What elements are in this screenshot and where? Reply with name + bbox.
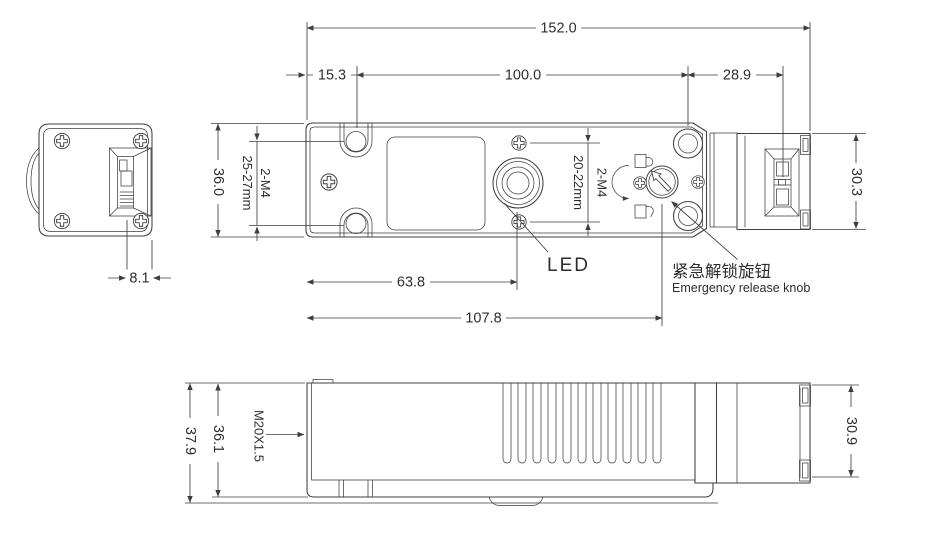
cable-gland-ribs <box>502 383 662 464</box>
side-view: 8.1 <box>26 123 171 287</box>
rotate-arrow-icon <box>611 165 629 201</box>
svg-text:25-27mm: 25-27mm <box>240 156 255 211</box>
knob-arrow-icon <box>650 170 672 192</box>
svg-text:36.1: 36.1 <box>210 425 226 453</box>
svg-text:2-M4: 2-M4 <box>595 168 610 198</box>
screw-icon <box>511 214 527 230</box>
svg-text:37.9: 37.9 <box>182 427 198 455</box>
top-view-dimensions: 152.0 15.3 100.0 28.9 36.0 <box>210 20 866 327</box>
dim-led-offset: 63.8 <box>306 212 518 291</box>
svg-text:107.8: 107.8 <box>465 311 501 327</box>
padlock-closed-icon <box>634 154 654 168</box>
screw-icon <box>53 132 71 150</box>
bottom-view-head <box>715 382 811 484</box>
mounting-hole <box>345 131 367 152</box>
dim-body-width: 36.0 <box>210 123 304 238</box>
dim-left-edge-to-hole: 15.3 <box>286 67 357 84</box>
actuator-holes <box>672 128 704 232</box>
screw-icon <box>320 173 338 191</box>
top-view: LED 紧急解锁旋钮 Emergency release knob <box>305 122 811 295</box>
dim-mount-screws: 2-M4 25-27mm <box>240 126 344 241</box>
led-leader <box>503 202 549 253</box>
screw-icon <box>132 132 150 150</box>
bottom-view-body <box>306 379 718 506</box>
dim-hole-spacing: 100.0 <box>356 67 689 84</box>
svg-text:36.0: 36.0 <box>210 168 226 196</box>
knob-leader <box>671 201 738 260</box>
svg-text:30.3: 30.3 <box>848 168 864 196</box>
screw-icon <box>633 176 647 190</box>
dim-slot-offset: 8.1 <box>108 220 171 287</box>
screw-icon <box>132 212 150 230</box>
bottom-view: 37.9 36.1 M20X1.5 30.9 <box>182 379 859 506</box>
top-view-head <box>709 132 811 231</box>
knob-label-en: Emergency release knob <box>672 281 810 295</box>
led-indicator <box>492 157 544 209</box>
dim-slot-offset-text: 8.1 <box>129 271 149 287</box>
svg-text:30.9: 30.9 <box>843 417 859 445</box>
led-label: LED <box>547 255 590 276</box>
dim-bottom-head-height: 30.9 <box>812 384 859 478</box>
head-key-slot <box>764 148 800 217</box>
svg-text:20-22mm: 20-22mm <box>571 155 586 210</box>
svg-text:152.0: 152.0 <box>540 21 576 37</box>
svg-text:63.8: 63.8 <box>397 275 425 291</box>
padlock-open-icon <box>634 204 654 219</box>
dim-actuator-screws: 2-M4 20-22mm <box>530 128 610 236</box>
screw-icon <box>53 212 71 230</box>
svg-text:100.0: 100.0 <box>505 68 541 84</box>
cable-gland-bump <box>26 147 40 215</box>
svg-text:15.3: 15.3 <box>318 68 346 84</box>
screw-icon <box>691 175 705 189</box>
side-view-body <box>26 123 153 237</box>
knob-label-zh: 紧急解锁旋钮 <box>672 262 771 281</box>
dim-bottom-body-height: 36.1 <box>210 383 308 498</box>
bottom-bump <box>488 496 544 506</box>
gland-callout: M20X1.5 <box>252 410 305 462</box>
dim-head-width: 30.3 <box>812 133 866 230</box>
label-panel <box>386 136 486 231</box>
dim-hole-to-head: 28.9 <box>687 67 784 84</box>
dim-total-length: 152.0 <box>306 20 811 37</box>
emergency-release-knob <box>611 154 679 219</box>
mounting-hole <box>345 213 367 234</box>
dim-total-height: 37.9 <box>182 382 718 504</box>
gland-label: M20X1.5 <box>252 410 267 462</box>
svg-text:2-M4: 2-M4 <box>258 168 273 198</box>
mounting-tab <box>339 123 373 158</box>
screw-icon <box>511 135 527 151</box>
mounting-tab <box>339 207 373 237</box>
side-view-actuator-slot <box>109 147 152 217</box>
svg-text:28.9: 28.9 <box>723 68 751 84</box>
dim-knob-offset: 107.8 <box>306 204 663 327</box>
top-view-body <box>305 122 708 238</box>
